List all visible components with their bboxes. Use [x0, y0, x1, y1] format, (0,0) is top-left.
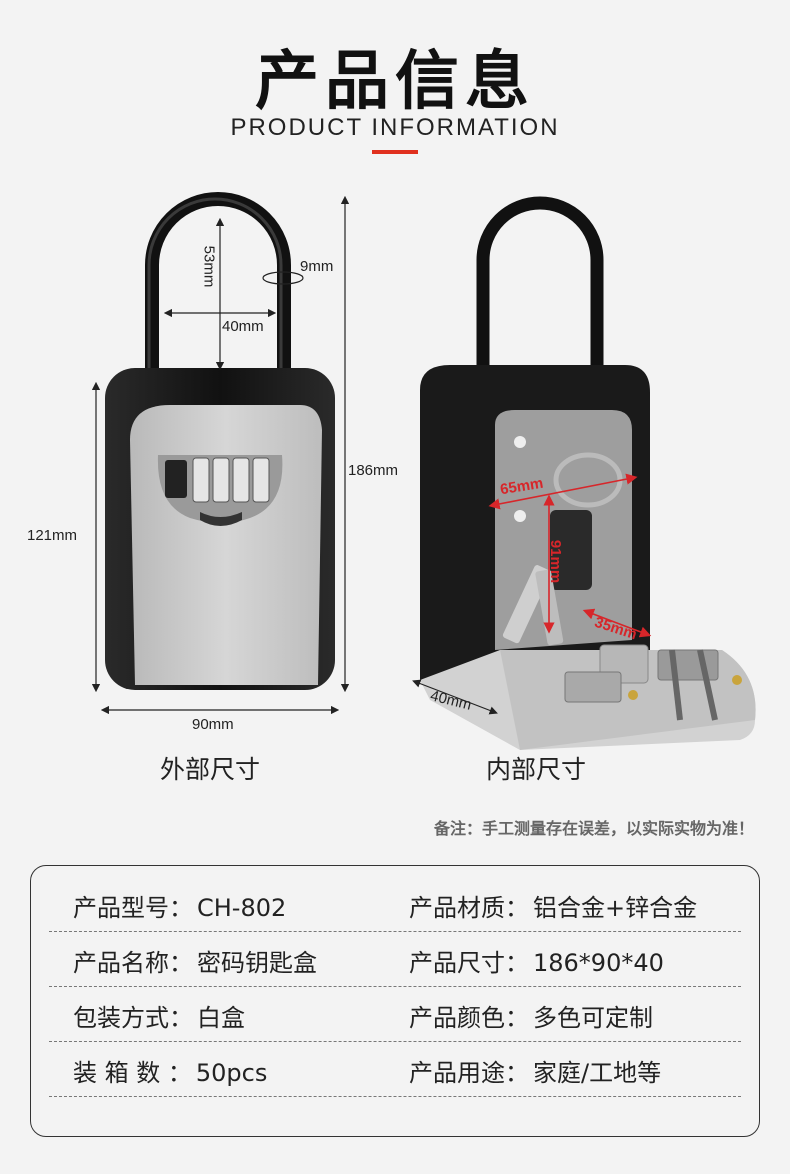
product-illustration — [91, 192, 756, 750]
dim-body-width: 90mm — [192, 716, 234, 733]
spec-value: 家庭/工地等 — [533, 1059, 662, 1087]
spec-label: 产品型号： — [73, 894, 193, 922]
exterior-caption: 外部尺寸 — [160, 755, 261, 784]
interior-dimension-lines — [412, 473, 652, 715]
spec-value: 186*90*40 — [533, 949, 664, 977]
spec-value: CH-802 — [197, 894, 287, 922]
dim-shackle-width: 40mm — [222, 318, 264, 335]
spec-value: 铝合金+锌合金 — [533, 894, 698, 922]
spec-label: 产品名称： — [73, 949, 193, 977]
page-subtitle: PRODUCT INFORMATION — [230, 114, 560, 141]
spec-label: 产品材质： — [409, 894, 529, 922]
interior-lock-image — [420, 196, 756, 750]
spec-label: 包装方式： — [73, 1004, 193, 1032]
spec-row: 装 箱 数 ：50pcs 产品用途：家庭/工地等 — [49, 1041, 741, 1097]
interior-caption: 内部尺寸 — [486, 755, 587, 784]
spec-value: 白盒 — [197, 1004, 245, 1032]
spec-row: 包装方式：白盒 产品颜色：多色可定制 — [49, 986, 741, 1042]
spec-label: 产品用途： — [409, 1059, 529, 1087]
spec-table: 产品型号：CH-802 产品材质：铝合金+锌合金 产品名称：密码钥匙盒 产品尺寸… — [30, 865, 760, 1137]
dim-shackle-diameter: 9mm — [300, 258, 334, 275]
exterior-lock-image — [105, 192, 335, 690]
dim-body-height: 121mm — [27, 527, 78, 544]
spec-value: 50pcs — [195, 1059, 268, 1087]
dim-inner-height: 91mm — [547, 539, 565, 584]
spec-value: 密码钥匙盒 — [197, 949, 317, 977]
spec-label: 装 箱 数 ： — [73, 1059, 192, 1087]
dim-shackle-height: 53mm — [200, 245, 218, 288]
spec-value: 多色可定制 — [533, 1004, 653, 1032]
exterior-dimension-lines — [91, 195, 350, 715]
spec-row: 产品名称：密码钥匙盒 产品尺寸：186*90*40 — [49, 931, 741, 987]
dim-total-height: 186mm — [348, 462, 399, 479]
spec-row: 产品型号：CH-802 产品材质：铝合金+锌合金 — [49, 876, 741, 932]
measurement-note: 备注：手工测量存在误差，以实际实物为准！ — [433, 819, 754, 838]
page-title: 产品信息 — [255, 45, 535, 119]
spec-label: 产品尺寸： — [409, 949, 529, 977]
title-accent-line — [372, 150, 418, 154]
spec-label: 产品颜色： — [409, 1004, 529, 1032]
